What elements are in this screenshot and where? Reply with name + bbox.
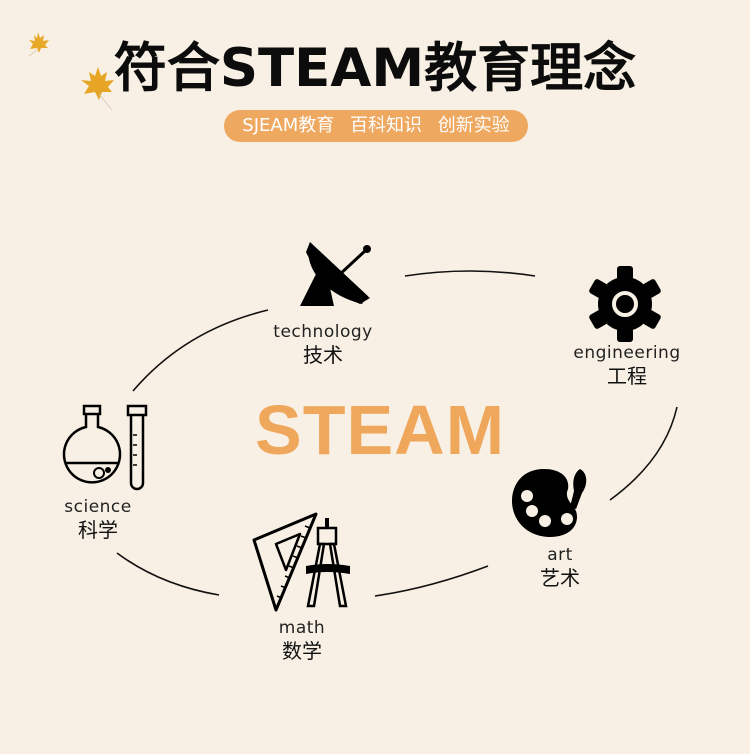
technology-zh-label: 技术	[303, 343, 343, 367]
arc-science-technology	[132, 309, 269, 392]
technology-en-label: technology	[273, 322, 373, 342]
art-en-label: art	[547, 545, 573, 565]
palette-icon	[512, 469, 587, 537]
node-math: math 数学	[252, 618, 352, 664]
arc-engineering-art	[609, 406, 678, 501]
node-technology: technology 技术	[258, 322, 388, 368]
steam-center-label: STEAM	[255, 391, 505, 469]
node-art: art 艺术	[510, 545, 610, 591]
tag-steam-education: SJEAM教育	[242, 115, 335, 136]
math-en-label: math	[278, 618, 326, 638]
node-science: science 科学	[50, 497, 146, 543]
engineering-zh-label: 工程	[607, 364, 647, 388]
math-zh-label: 数学	[282, 639, 322, 663]
arc-science-math	[116, 552, 220, 596]
page-title: 符合STEAM教育理念	[113, 38, 637, 99]
arc-art-math	[374, 565, 489, 597]
ruler-compass-icon	[252, 512, 350, 612]
satellite-dish-icon	[300, 242, 371, 306]
flask-test-tube-icon	[62, 404, 148, 491]
tags-pill: SJEAM教育 百科知识 创新实验	[224, 110, 528, 142]
maple-leaf-large-icon	[81, 67, 114, 111]
tag-innovation: 创新实验	[437, 115, 510, 136]
node-engineering: engineering 工程	[560, 343, 694, 389]
engineering-en-label: engineering	[573, 343, 681, 363]
art-zh-label: 艺术	[540, 566, 580, 590]
arc-technology-engineering	[404, 270, 536, 277]
tag-encyclopedia: 百科知识	[349, 115, 422, 136]
maple-leaf-small-icon	[28, 32, 49, 57]
science-zh-label: 科学	[78, 518, 118, 542]
science-en-label: science	[64, 497, 132, 517]
gear-icon	[589, 266, 661, 342]
